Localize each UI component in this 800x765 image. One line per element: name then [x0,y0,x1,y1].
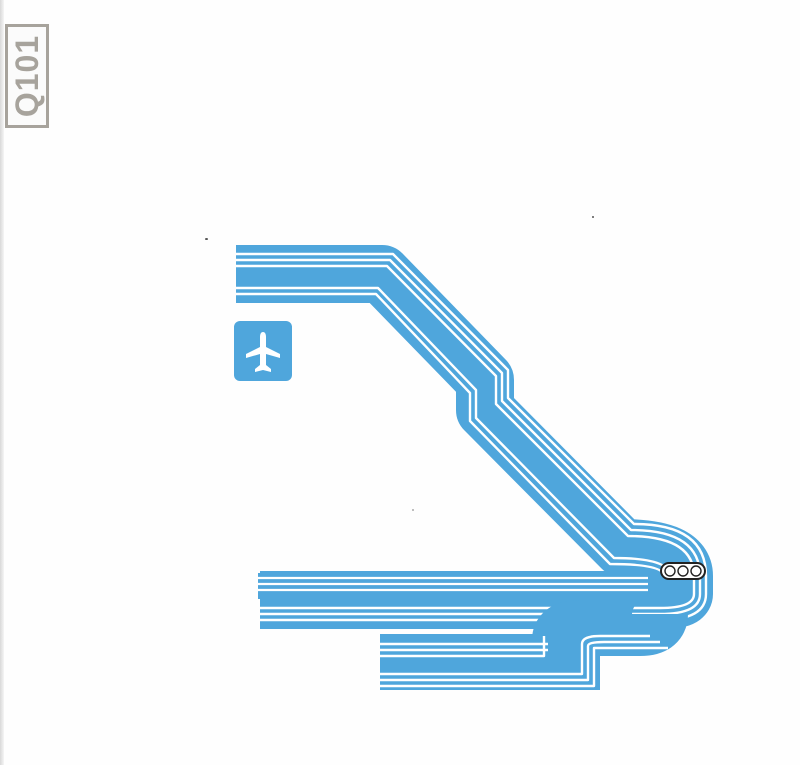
label-box: Q101 [5,24,49,128]
print-speck [592,216,594,218]
interchange-station [660,562,706,580]
print-speck [205,238,208,240]
print-speck [412,509,414,511]
lower-route-stripe-4 [380,640,660,682]
lower-route-stripe-3 [380,634,650,676]
lower-route-stripe-5 [380,646,668,688]
spine-edge [0,0,4,765]
airplane-icon [246,332,280,372]
route-lines [236,245,713,690]
airport-sign [234,321,292,381]
lower-route-left-cap [380,636,546,658]
